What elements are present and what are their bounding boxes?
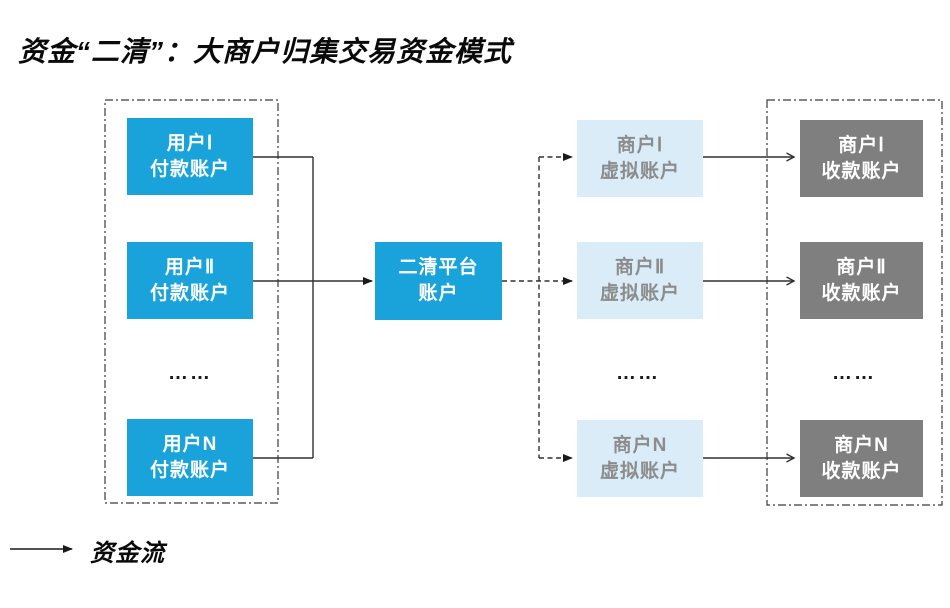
- node-label: 商户Ⅱ: [614, 256, 666, 278]
- node-merchant1-virtual-account: 商户Ⅰ 虚拟账户: [577, 120, 703, 197]
- node-label: 虚拟账户: [599, 160, 680, 182]
- node-label: 商户Ⅰ: [838, 134, 885, 156]
- node-userN-payment-account: 用户N 付款账户: [127, 419, 253, 496]
- users-group-border: [104, 99, 279, 504]
- node-label: 用户Ⅱ: [164, 256, 216, 278]
- receivers-ellipsis: ……: [832, 362, 876, 384]
- node-label: 商户Ⅰ: [616, 134, 664, 156]
- node-merchantN-virtual-account: 商户N 虚拟账户: [577, 420, 703, 497]
- page-title: 资金“二清”：大商户归集交易资金模式: [18, 36, 513, 67]
- users-ellipsis: ……: [168, 362, 212, 384]
- node-label: 付款账户: [149, 282, 230, 304]
- node-user1-payment-account: 用户Ⅰ 付款账户: [127, 118, 253, 195]
- node-label: 虚拟账户: [599, 282, 680, 304]
- node-label: 账户: [418, 283, 459, 304]
- node-platform-account: 二清平台 账户: [375, 242, 502, 320]
- node-label: 收款账户: [821, 160, 902, 182]
- node-merchant1-receiving-account: 商户Ⅰ 收款账户: [800, 120, 923, 197]
- node-label: 虚拟账户: [599, 460, 680, 482]
- node-label: 商户N: [834, 434, 889, 456]
- node-label: 收款账户: [821, 460, 902, 482]
- node-merchant2-virtual-account: 商户Ⅱ 虚拟账户: [577, 242, 703, 319]
- node-label: 收款账户: [821, 282, 902, 304]
- node-label: 付款账户: [149, 459, 230, 481]
- node-label: 商户Ⅱ: [836, 256, 887, 278]
- node-user2-payment-account: 用户Ⅱ 付款账户: [127, 242, 253, 319]
- node-label: 商户N: [612, 434, 668, 456]
- node-merchantN-receiving-account: 商户N 收款账户: [800, 420, 923, 497]
- receivers-group-border: [766, 99, 943, 506]
- node-label: 二清平台: [398, 257, 479, 278]
- node-label: 用户Ⅰ: [166, 132, 214, 154]
- legend-label: 资金流: [90, 540, 165, 567]
- node-label: 用户N: [162, 433, 218, 455]
- virtuals-ellipsis: ……: [616, 362, 660, 384]
- node-label: 付款账户: [149, 158, 230, 180]
- node-merchant2-receiving-account: 商户Ⅱ 收款账户: [800, 242, 923, 319]
